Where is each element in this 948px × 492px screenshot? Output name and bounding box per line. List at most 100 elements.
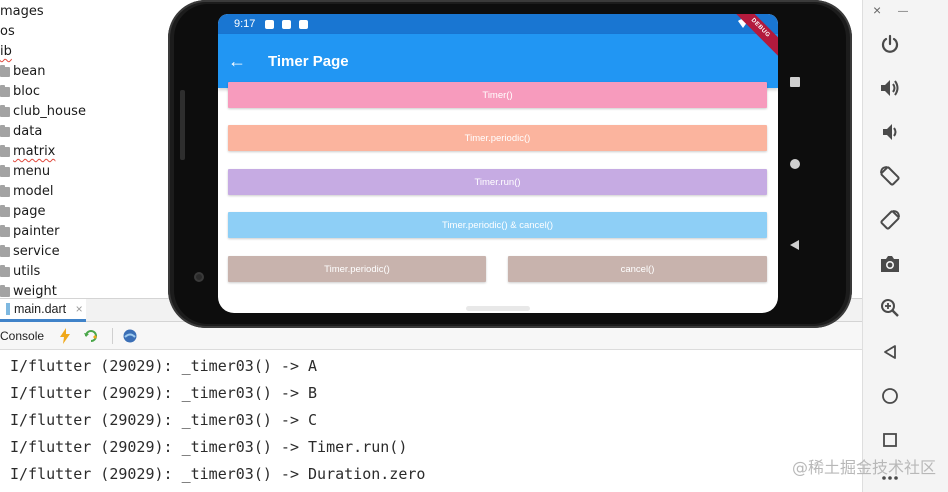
tree-item-data[interactable]: data: [0, 122, 42, 142]
tree-item-ios[interactable]: os: [0, 22, 15, 42]
tree-item-matrix[interactable]: matrix: [0, 142, 55, 162]
dart-file-icon: [6, 303, 10, 315]
tab-label: main.dart: [14, 302, 67, 316]
status-bar: 9:17: [218, 14, 778, 34]
tree-item-lib[interactable]: ib: [0, 42, 12, 62]
back-icon[interactable]: [864, 336, 916, 368]
tree-item-label: weight: [13, 284, 57, 298]
tree-item-label: painter: [13, 224, 60, 239]
tree-item-label: mages: [0, 4, 44, 19]
console-tab[interactable]: Console: [0, 328, 45, 343]
timer-button[interactable]: Timer(): [228, 82, 767, 108]
notification-icon: [282, 19, 292, 29]
camera-icon[interactable]: [864, 248, 916, 280]
folder-icon: [0, 125, 10, 137]
cancel-button[interactable]: cancel(): [508, 256, 767, 282]
button-label: Timer.run(): [474, 176, 521, 188]
folder-icon: [0, 265, 10, 277]
timer-periodic-button[interactable]: Timer.periodic(): [228, 125, 767, 151]
log-line: I/flutter (29029): _timer03() -> B: [10, 384, 318, 402]
button-label: cancel(): [620, 263, 655, 275]
minimize-icon[interactable]: —: [898, 6, 908, 17]
log-line: I/flutter (29029): _timer03() -> C: [10, 411, 318, 429]
tree-item-club-house[interactable]: club_house: [0, 102, 86, 122]
timer-periodic-cancel-button[interactable]: Timer.periodic() & cancel(): [228, 212, 767, 238]
home-nav-icon[interactable]: [790, 159, 800, 169]
emulator-controls: [862, 0, 948, 492]
tree-item-page[interactable]: page: [0, 202, 45, 222]
folder-icon: [0, 205, 10, 217]
notification-icon: [299, 19, 309, 29]
folder-icon: [0, 185, 10, 197]
volume-up-icon[interactable]: [864, 72, 916, 104]
tree-item-label: ib: [0, 44, 12, 59]
rotate-left-icon[interactable]: [864, 160, 916, 192]
watermark: @稀土掘金技术社区: [791, 458, 936, 477]
back-arrow-icon[interactable]: ←: [228, 50, 246, 71]
overview-nav-icon[interactable]: [790, 77, 800, 87]
hot-restart-icon[interactable]: [80, 325, 102, 347]
button-label: Timer.periodic() & cancel(): [441, 219, 554, 231]
folder-icon: [0, 225, 10, 237]
page-title: Timer Page: [268, 52, 349, 70]
more-icon[interactable]: [864, 462, 916, 492]
folder-icon: [0, 65, 10, 77]
home-indicator: [466, 306, 530, 311]
app-bar: ← Timer Page: [218, 34, 778, 88]
tree-item-menu[interactable]: menu: [0, 162, 50, 182]
tab-main-dart[interactable]: main.dart ×: [0, 299, 87, 322]
tree-item-images[interactable]: mages: [0, 2, 44, 22]
folder-icon: [0, 245, 10, 257]
overview-icon[interactable]: [864, 424, 916, 456]
tree-item-label: service: [13, 244, 60, 259]
hot-reload-icon[interactable]: [54, 325, 76, 347]
close-icon[interactable]: ×: [75, 302, 83, 316]
tree-item-label: os: [0, 24, 15, 39]
tree-item-label: page: [13, 204, 46, 219]
tree-item-weight[interactable]: weight: [0, 282, 57, 298]
tree-item-label: bloc: [13, 84, 40, 99]
devtools-icon[interactable]: [119, 325, 141, 347]
tree-item-painter[interactable]: painter: [0, 222, 60, 242]
tree-item-label: utils: [13, 264, 41, 279]
device-screen: 9:17 ← Timer Page DEBUG Timer() Timer.pe…: [218, 14, 778, 313]
tree-item-label: model: [13, 184, 54, 199]
volume-rocker: [180, 90, 185, 160]
log-line: I/flutter (29029): _timer03() -> A: [10, 357, 318, 375]
power-icon[interactable]: [864, 28, 916, 60]
status-time: 9:17: [234, 18, 256, 30]
tree-item-label: data: [13, 124, 43, 139]
timer-run-button[interactable]: Timer.run(): [228, 169, 767, 195]
log-line: I/flutter (29029): _timer03() -> Timer.r…: [10, 438, 408, 456]
folder-icon: [0, 85, 10, 97]
rotate-right-icon[interactable]: [864, 204, 916, 236]
button-label: Timer.periodic(): [324, 263, 390, 275]
folder-icon: [0, 165, 10, 177]
folder-icon: [0, 285, 10, 297]
front-camera: [194, 272, 204, 282]
tree-item-label: menu: [13, 164, 51, 179]
console-output: I/flutter (29029): _timer03() -> A I/flu…: [0, 351, 862, 492]
periodic-start-button[interactable]: Timer.periodic(): [228, 256, 486, 282]
close-icon[interactable]: ×: [873, 2, 882, 18]
tree-item-bloc[interactable]: bloc: [0, 82, 40, 102]
project-tree: mages os ib bean bloc club_house data ma…: [0, 0, 170, 298]
back-nav-icon[interactable]: [790, 240, 799, 250]
folder-icon: [0, 145, 10, 157]
tree-item-label: bean: [13, 64, 46, 79]
toolbar-divider: [112, 327, 114, 344]
tree-item-service[interactable]: service: [0, 242, 60, 262]
folder-icon: [0, 105, 10, 117]
tree-item-bean[interactable]: bean: [0, 62, 45, 82]
tree-item-label: matrix: [13, 144, 56, 159]
log-line: I/flutter (29029): _timer03() -> Duratio…: [10, 465, 426, 483]
settings-notification-icon: [265, 19, 275, 29]
tree-item-label: club_house: [13, 104, 86, 119]
button-label: Timer(): [482, 89, 513, 101]
home-icon[interactable]: [864, 380, 916, 412]
volume-down-icon[interactable]: [864, 116, 916, 148]
zoom-in-icon[interactable]: [864, 292, 916, 324]
tree-item-model[interactable]: model: [0, 182, 53, 202]
tree-item-utils[interactable]: utils: [0, 262, 40, 282]
